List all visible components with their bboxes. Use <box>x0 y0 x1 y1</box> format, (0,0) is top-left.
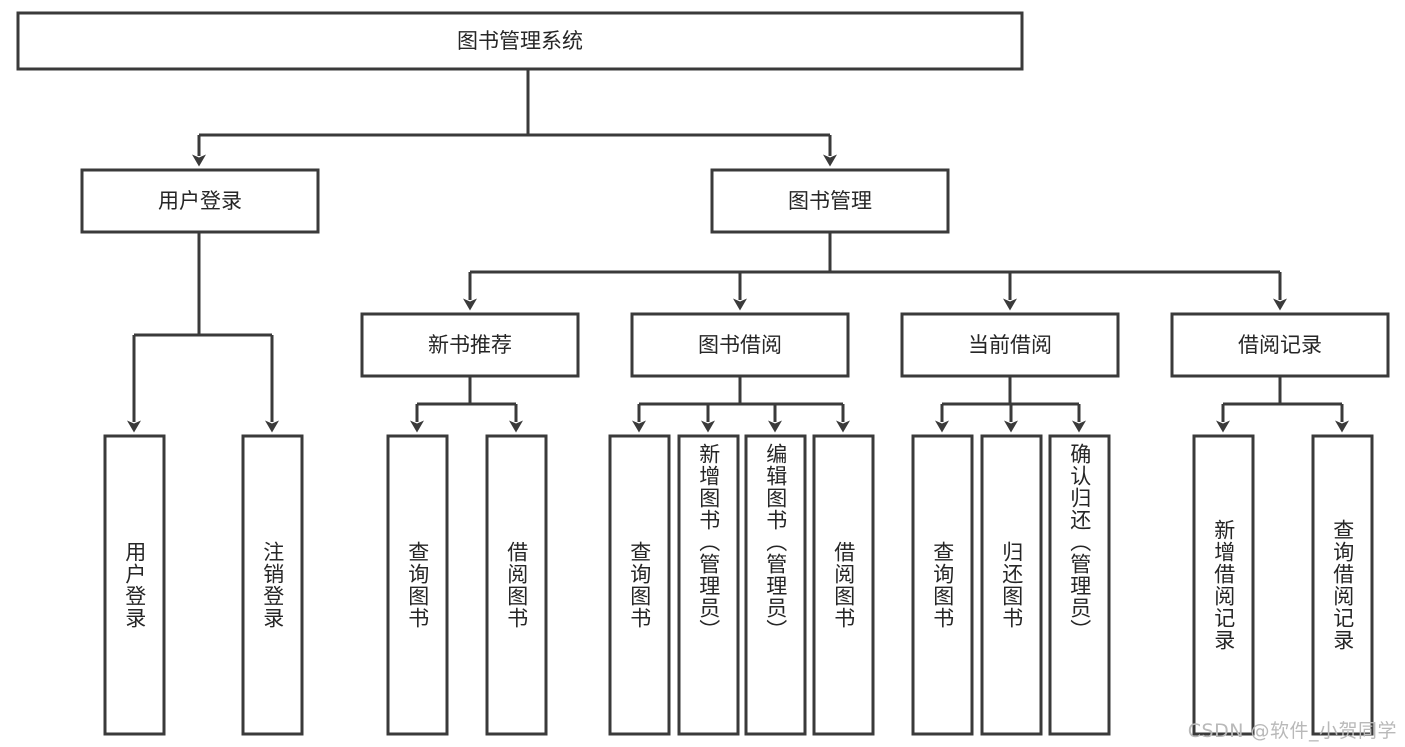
node-user-login-label: 用户登录 <box>158 189 242 213</box>
node-borrow-record-label: 借阅记录 <box>1238 333 1322 357</box>
leaf-edit-book-box[interactable] <box>744 434 807 736</box>
node-user-login[interactable]: 用户登录 <box>80 168 320 234</box>
node-book-manage-label: 图书管理 <box>788 189 872 213</box>
node-borrow-record[interactable]: 借阅记录 <box>1170 312 1390 378</box>
leaf-confirm-return-box[interactable] <box>1048 434 1111 736</box>
leaf-borrow-book-rec-box[interactable] <box>485 434 548 736</box>
node-book-manage[interactable]: 图书管理 <box>710 168 950 234</box>
node-book-borrow-box[interactable] <box>630 312 850 378</box>
leaf-return-book-box[interactable] <box>980 434 1043 736</box>
csdn-watermark: CSDN @软件_小贺同学 <box>1187 720 1397 742</box>
leaf-user-login-box[interactable] <box>103 434 166 736</box>
leaf-box-group <box>103 434 1374 736</box>
node-current-borrow-label: 当前借阅 <box>968 333 1052 357</box>
leaf-query-borrow-record-box[interactable] <box>1311 434 1374 736</box>
leaf-borrow-book-box[interactable] <box>812 434 875 736</box>
leaf-query-book-rec-box[interactable] <box>386 434 449 736</box>
node-new-book-recommend-label: 新书推荐 <box>428 333 512 357</box>
node-root-label: 图书管理系统 <box>457 29 583 53</box>
connector-group <box>127 69 1349 433</box>
node-new-book-recommend-box[interactable] <box>360 312 580 378</box>
leaf-query-book-current-box[interactable] <box>911 434 974 736</box>
node-book-borrow-label: 图书借阅 <box>698 333 782 357</box>
node-book-manage-box[interactable] <box>710 168 950 234</box>
leaf-add-book-box[interactable] <box>677 434 740 736</box>
leaf-query-book-borrow-box[interactable] <box>608 434 671 736</box>
node-user-login-box[interactable] <box>80 168 320 234</box>
node-root-box[interactable] <box>16 11 1024 71</box>
node-current-borrow-box[interactable] <box>900 312 1120 378</box>
node-new-book-recommend[interactable]: 新书推荐 <box>360 312 580 378</box>
node-book-borrow[interactable]: 图书借阅 <box>630 312 850 378</box>
node-borrow-record-box[interactable] <box>1170 312 1390 378</box>
leaf-add-borrow-record-box[interactable] <box>1192 434 1255 736</box>
leaf-user-logout-box[interactable] <box>241 434 304 736</box>
node-current-borrow[interactable]: 当前借阅 <box>900 312 1120 378</box>
node-root[interactable]: 图书管理系统 <box>16 11 1024 71</box>
